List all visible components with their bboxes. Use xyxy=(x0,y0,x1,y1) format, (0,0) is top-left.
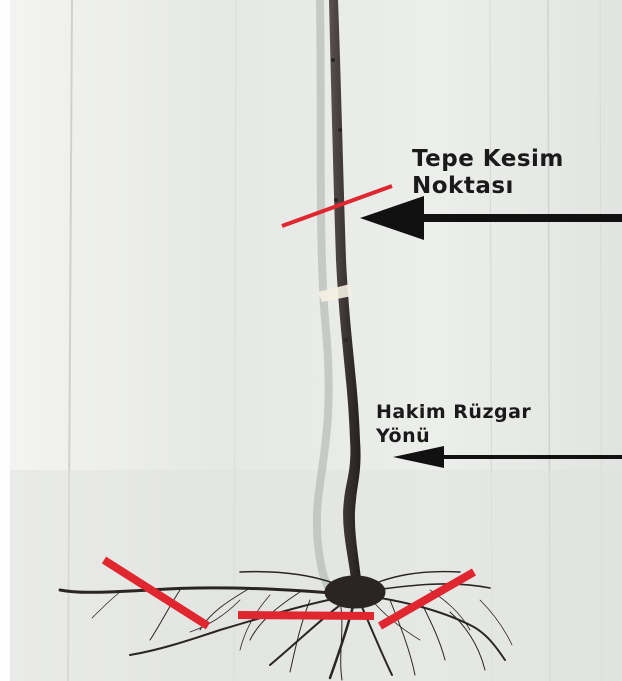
top-cut-label-line2: Noktası xyxy=(412,173,564,200)
top-cut-label-line1: Tepe Kesim xyxy=(412,146,564,173)
top-cut-label: Tepe Kesim Noktası xyxy=(412,146,564,200)
root-cut-marker-bottom xyxy=(238,615,374,616)
wind-label: Hakim Rüzgar Yönü xyxy=(376,400,531,448)
wind-label-line1: Hakim Rüzgar xyxy=(376,400,531,424)
wind-label-line2: Yönü xyxy=(376,424,531,448)
